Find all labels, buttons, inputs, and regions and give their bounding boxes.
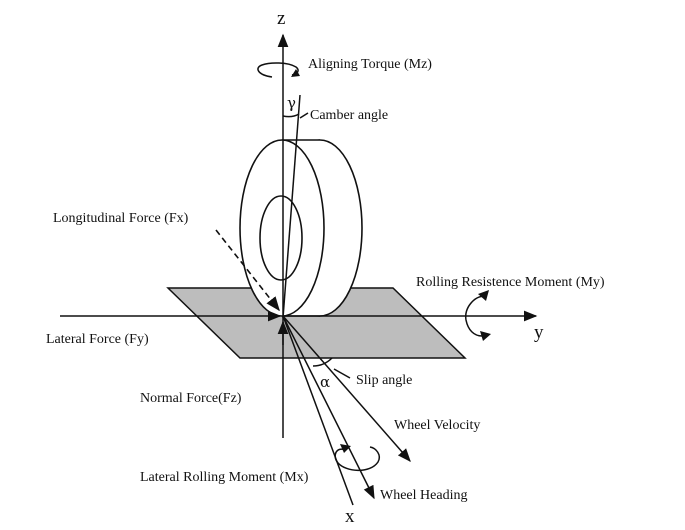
camber-angle-label: Camber angle: [310, 108, 388, 123]
aligning-torque-label: Aligning Torque (Mz): [308, 57, 432, 72]
wheel-velocity-label: Wheel Velocity: [394, 418, 480, 433]
camber-arc: [282, 113, 300, 118]
rolling-resistance-label: Rolling Resistence Moment (My): [416, 275, 605, 290]
tire: [239, 139, 363, 317]
slip-angle-symbol: α: [320, 373, 330, 391]
slip-angle-label: Slip angle: [356, 373, 412, 388]
lateral-rolling-moment-label: Lateral Rolling Moment (Mx): [140, 470, 309, 485]
rolling-resistance-arrow: [465, 295, 486, 337]
lateral-rolling-moment-arrow: [334, 446, 381, 472]
wheel-heading-label: Wheel Heading: [380, 488, 467, 503]
lateral-force-label: Lateral Force (Fy): [46, 332, 149, 347]
normal-force-label: Normal Force(Fz): [140, 391, 242, 406]
z-axis-label: z: [277, 8, 285, 29]
aligning-torque-arrow: [257, 62, 299, 78]
longitudinal-force-label: Longitudinal Force (Fx): [53, 211, 189, 226]
slip-angle-arc: [312, 357, 333, 367]
y-axis-label: y: [534, 322, 544, 343]
longitudinal-force-arrow: [215, 229, 280, 312]
wheel-velocity-arrow: [282, 315, 411, 463]
x-axis-label: x: [345, 506, 355, 527]
wheel-heading-arrow: [282, 315, 375, 500]
tire-hub: [259, 195, 303, 281]
camber-line: [282, 94, 301, 319]
x-axis: [282, 315, 354, 506]
camber-symbol: γ: [287, 94, 296, 112]
